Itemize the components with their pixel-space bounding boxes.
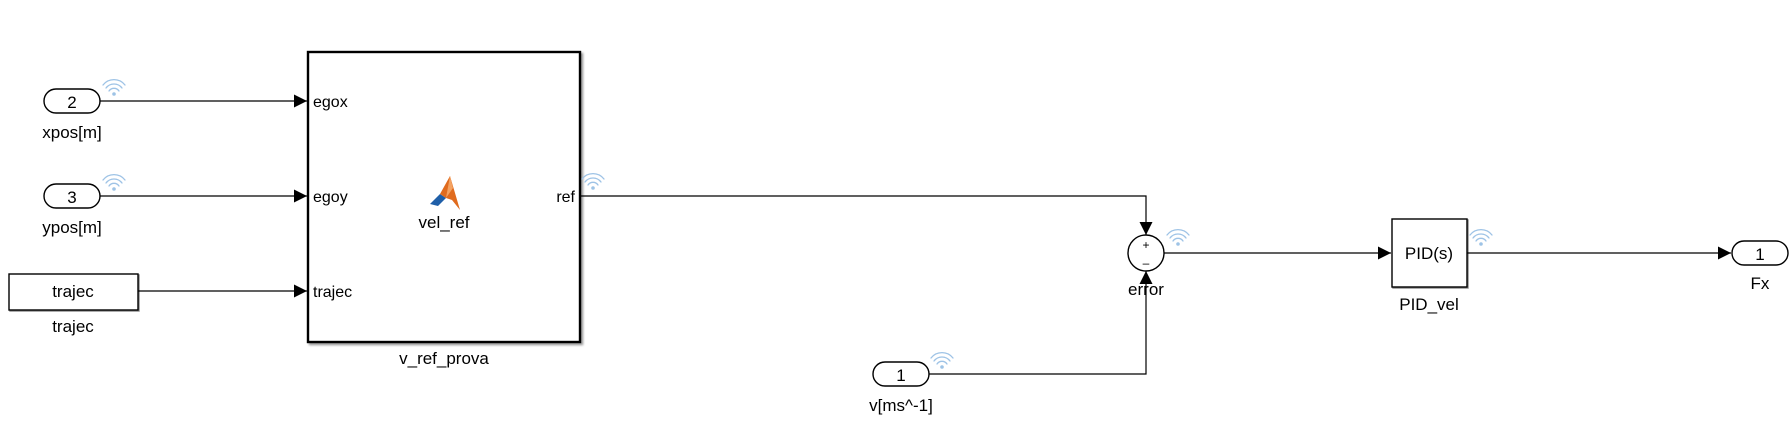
pid-label: PID_vel	[1399, 295, 1459, 314]
inport-ypos-number: 3	[67, 188, 76, 207]
wifi-signal-icon	[1166, 229, 1190, 247]
subsystem-label: v_ref_prova	[399, 349, 489, 368]
inport-v-label: v[ms^-1]	[869, 396, 933, 415]
pid-block[interactable]: PID(s)	[1391, 218, 1468, 288]
inport-xpos-block[interactable]: 2	[43, 88, 101, 114]
inport-v-block[interactable]: 1	[872, 361, 930, 387]
inport-xpos-number: 2	[67, 93, 76, 112]
wifi-signal-icon	[102, 79, 126, 97]
subsystem-block[interactable]: egox egoy trajec ref vel_ref	[306, 50, 582, 344]
wire-ref-to-sum[interactable]	[580, 195, 1153, 235]
matlab-logo-icon	[430, 176, 460, 210]
port-egoy: egoy	[313, 189, 348, 206]
trajec-source-label: trajec	[52, 317, 94, 336]
port-trajec: trajec	[313, 284, 352, 301]
outport-fx-number: 1	[1755, 245, 1764, 264]
wire-v-to-sum[interactable]	[929, 271, 1153, 375]
port-egox: egox	[313, 94, 348, 111]
sum-sign-minus: –	[1143, 256, 1150, 270]
trajec-source-text: trajec	[52, 282, 94, 301]
outport-fx-label: Fx	[1751, 274, 1770, 293]
inport-v-number: 1	[896, 366, 905, 385]
outport-fx-block[interactable]: 1	[1731, 240, 1789, 266]
inport-xpos-label: xpos[m]	[42, 123, 102, 142]
sum-block[interactable]: + –	[1127, 234, 1165, 272]
inport-ypos-block[interactable]: 3	[43, 183, 101, 209]
wifi-signal-icon	[1469, 229, 1493, 247]
sum-sign-plus: +	[1142, 238, 1149, 252]
pid-text: PID(s)	[1405, 244, 1453, 263]
wifi-signal-icon	[581, 173, 605, 191]
port-ref: ref	[556, 189, 575, 206]
wifi-signal-icon	[102, 174, 126, 192]
wifi-signal-icon	[930, 352, 954, 370]
subsystem-function-name: vel_ref	[418, 213, 469, 232]
trajec-source-block[interactable]: trajec	[8, 273, 139, 311]
inport-ypos-label: ypos[m]	[42, 218, 102, 237]
sum-label: error	[1128, 280, 1164, 299]
